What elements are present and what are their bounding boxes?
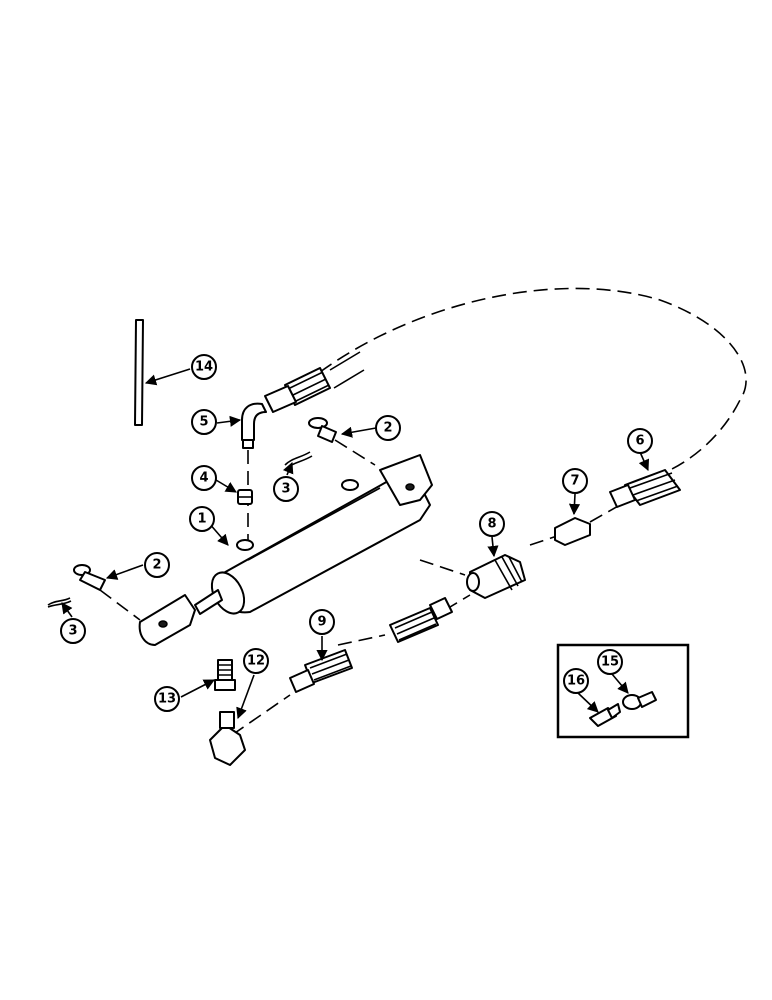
plug-part-4 xyxy=(237,489,253,505)
rod-part-14 xyxy=(134,319,144,426)
callout-label: 8 xyxy=(487,517,496,532)
leader-6 xyxy=(638,451,650,472)
callout-label: 15 xyxy=(601,655,619,670)
callout-label: 13 xyxy=(158,692,176,707)
callout-1: 1 xyxy=(189,506,215,532)
callout-14: 14 xyxy=(191,354,217,380)
fitting-part-16 xyxy=(589,703,621,727)
leader-3-lower xyxy=(61,602,73,618)
fitting-part-13 xyxy=(214,659,236,691)
callout-label: 6 xyxy=(635,434,644,449)
fitting-part-15 xyxy=(622,691,657,710)
hydraulic-cylinder-part-1 xyxy=(138,454,433,646)
callout-label: 3 xyxy=(281,482,290,497)
callout-label: 7 xyxy=(570,474,579,489)
callout-2-upper: 2 xyxy=(375,415,401,441)
adapter-part-7 xyxy=(554,517,591,546)
leader-16 xyxy=(577,692,599,713)
leader-2-lower xyxy=(105,564,144,580)
callout-label: 9 xyxy=(317,615,326,630)
callout-8: 8 xyxy=(479,511,505,537)
leader-2-upper xyxy=(340,426,377,438)
elbow-fitting-part-5 xyxy=(241,402,267,449)
callout-label: 5 xyxy=(199,415,208,430)
hose-route-dashed-line xyxy=(319,287,747,471)
callout-label: 12 xyxy=(247,654,265,669)
callout-15: 15 xyxy=(597,649,623,675)
tee-fitting-part-12 xyxy=(209,711,246,766)
hose-end-upper xyxy=(264,351,365,413)
callout-label: 14 xyxy=(195,360,213,375)
leader-15 xyxy=(611,673,629,694)
callout-6: 6 xyxy=(627,428,653,454)
callout-label: 2 xyxy=(383,421,392,436)
callout-label: 3 xyxy=(68,624,77,639)
callout-12: 12 xyxy=(243,648,269,674)
callout-label: 4 xyxy=(199,471,208,486)
hose-end-6 xyxy=(609,469,681,508)
leader-12 xyxy=(236,674,255,720)
hose-part-9 xyxy=(289,597,453,693)
callout-label: 2 xyxy=(152,558,161,573)
callout-7: 7 xyxy=(562,468,588,494)
leader-3-upper xyxy=(282,461,294,476)
coupler-part-8 xyxy=(466,554,526,599)
callout-label: 1 xyxy=(197,512,206,527)
leader-13 xyxy=(180,679,215,698)
callout-16: 16 xyxy=(563,668,589,694)
callout-2-lower: 2 xyxy=(144,552,170,578)
leader-8 xyxy=(487,536,499,558)
pin-dashed-lower xyxy=(99,589,141,621)
cotter-pin-part-3-upper xyxy=(284,451,313,469)
pin-part-2-upper xyxy=(308,417,337,443)
leader-14 xyxy=(144,368,191,386)
callout-5: 5 xyxy=(191,409,217,435)
pin-dashed-upper xyxy=(334,439,376,466)
callout-label: 16 xyxy=(567,674,585,689)
callout-4: 4 xyxy=(191,465,217,491)
callout-3-lower: 3 xyxy=(60,618,86,644)
leader-4 xyxy=(215,479,237,493)
callout-3-upper: 3 xyxy=(273,476,299,502)
leader-7 xyxy=(568,493,581,516)
callout-9: 9 xyxy=(309,609,335,635)
leader-5 xyxy=(216,415,242,427)
pin-part-2-lower xyxy=(73,564,106,591)
callout-13: 13 xyxy=(154,686,180,712)
cotter-pin-part-3-lower xyxy=(47,597,72,608)
